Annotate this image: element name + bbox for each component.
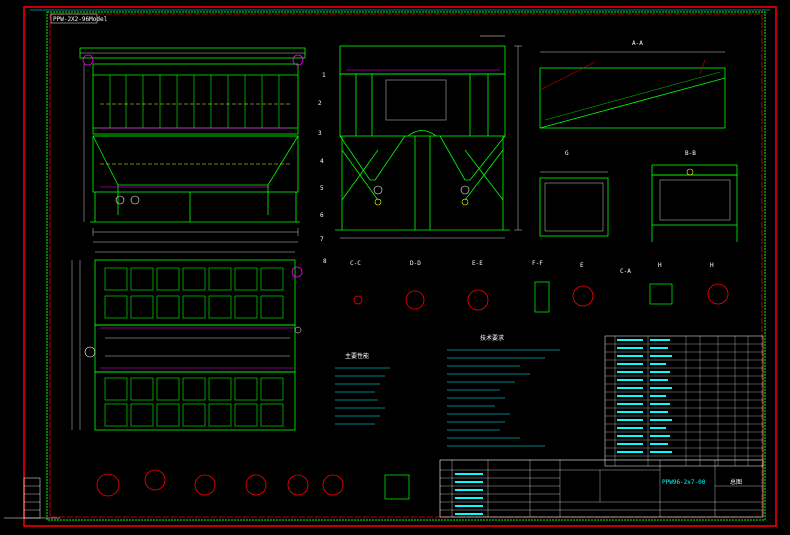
view-label-h2: H — [710, 262, 714, 269]
plan-dimensions — [71, 251, 295, 430]
inner-frame — [46, 11, 766, 521]
view-label-d-d: D-D — [410, 260, 421, 267]
bottom-detail-row — [96, 469, 410, 500]
front-elevation-accents — [82, 54, 304, 205]
corner-tag: PPW-2X2-96Model — [53, 16, 108, 23]
a-a-leader — [539, 61, 596, 91]
tech-title: 技术要求 — [480, 334, 504, 342]
callout-4: 4 — [320, 158, 324, 165]
view-label-b-b: B-B — [685, 150, 696, 157]
callout-8: 8 — [323, 258, 327, 265]
detail-g — [539, 177, 609, 237]
callout-3: 3 — [318, 130, 322, 137]
side-dimensions — [340, 45, 522, 239]
params-lines — [335, 367, 390, 425]
view-label-c-c: C-C — [350, 260, 361, 267]
side-elevation-accents — [346, 35, 505, 206]
binding-strip — [23, 477, 41, 519]
callout-1: 1 — [322, 72, 326, 79]
front-elevation — [79, 47, 306, 223]
view-label-f-f: F-F — [532, 260, 543, 267]
hh-marker — [686, 168, 694, 176]
callout-5: 5 — [320, 185, 324, 192]
view-label-e-e: E-E — [472, 260, 483, 267]
a-a-leader-2 — [699, 59, 706, 75]
callout-6: 6 — [320, 212, 324, 219]
view-label-g: G — [565, 150, 569, 157]
view-label-h: H — [658, 262, 662, 269]
inner-frame-red — [49, 13, 763, 518]
section-details-row — [353, 281, 729, 313]
side-elevation — [335, 45, 510, 231]
view-h-h — [651, 164, 738, 242]
section-a-a — [539, 67, 726, 129]
corner-tag-box — [50, 13, 98, 24]
callout-7: 7 — [320, 236, 324, 243]
callout-2: 2 — [318, 100, 322, 107]
parts-list — [604, 335, 764, 467]
params-title: 主要性能 — [345, 352, 369, 360]
view-label-a-a: A-A — [632, 40, 643, 47]
title-block-code: PPW96-2x7-00 — [662, 479, 706, 486]
title-block-name: 总图 — [730, 478, 742, 486]
outer-frame — [23, 6, 777, 527]
front-dimensions — [83, 64, 299, 243]
title-block: PPW96-2x7-00 总图 — [439, 459, 764, 518]
tech-requirements-lines — [447, 349, 560, 447]
view-label-e2: E — [580, 262, 584, 269]
plan-view-accents — [84, 266, 303, 369]
view-label-c-a: C-A — [620, 268, 631, 275]
plan-view — [94, 259, 296, 431]
binding-strip-lines — [24, 485, 40, 511]
